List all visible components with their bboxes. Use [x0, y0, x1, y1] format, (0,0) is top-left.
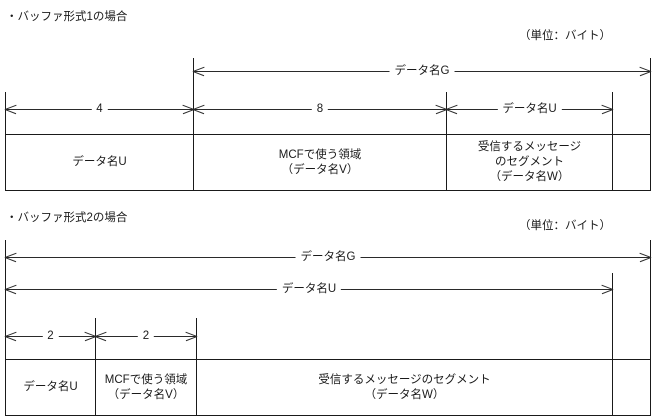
arrowhead-left-icon: [95, 330, 106, 343]
arrowhead-right-icon: [640, 65, 651, 78]
dimension-data-name-u-2: データ名U: [5, 282, 613, 297]
diagram-1-unit-label: （単位：バイト）: [519, 30, 611, 42]
cell-text: データ名U: [72, 156, 127, 168]
arrowhead-right-icon: [602, 283, 613, 296]
dimension-data-name-u-1: データ名U: [446, 102, 613, 117]
cell-text: 受信するメッセージのセグメント （データ名W）: [318, 373, 491, 401]
tick-line-left-2: [5, 240, 6, 360]
arrowhead-right-icon: [186, 330, 197, 343]
dimension-size-2-a: 2: [5, 329, 96, 344]
tick-line-g-start-1: [193, 58, 194, 135]
arrowhead-left-icon: [193, 103, 204, 116]
arrowhead-left-icon: [5, 283, 16, 296]
table-cell-data-name-u: データ名U: [6, 135, 193, 190]
dimension-label: データ名G: [389, 64, 455, 78]
table-cell-trailing-empty: [613, 135, 650, 190]
dimension-size-4: 4: [5, 102, 194, 117]
arrowhead-right-icon: [640, 251, 651, 264]
dimension-label: 2: [42, 329, 59, 343]
dimension-size-2-b: 2: [95, 329, 197, 344]
cell-text: データ名U: [23, 381, 78, 393]
table-cell-mcf-area: MCFで使う領域 （データ名V）: [96, 360, 196, 415]
diagram-2-unit-label: （単位：バイト）: [519, 220, 611, 232]
cell-divider: [612, 135, 613, 190]
cell-divider: [193, 135, 194, 190]
dimension-label: 4: [91, 102, 108, 116]
arrowhead-left-icon: [446, 103, 457, 116]
cell-text: MCFで使う領域 （データ名V）: [278, 148, 362, 176]
table-cell-message-segment: 受信するメッセージ のセグメント （データ名W）: [447, 135, 612, 190]
cell-divider: [446, 135, 447, 190]
arrowhead-right-icon: [602, 103, 613, 116]
buffer-format-2-table: データ名U MCFで使う領域 （データ名V） 受信するメッセージのセグメント （…: [5, 359, 651, 416]
diagram-1-title: ・バッファ形式1の場合: [6, 11, 128, 23]
arrowhead-left-icon: [5, 251, 16, 264]
dimension-label: 8: [311, 102, 329, 116]
table-cell-data-name-u: データ名U: [6, 360, 95, 415]
tick-line-g-end-1: [650, 58, 651, 135]
cell-divider: [95, 360, 96, 415]
cell-divider: [612, 360, 613, 415]
dimension-size-8: 8: [193, 102, 447, 117]
dimension-label: データ名G: [295, 250, 361, 264]
dimension-label: データ名U: [497, 102, 562, 116]
dimension-label: 2: [137, 329, 155, 343]
buffer-format-1-table: データ名U MCFで使う領域 （データ名V） 受信するメッセージ のセグメント …: [5, 134, 651, 191]
dimension-label: データ名U: [276, 282, 342, 296]
arrowhead-left-icon: [5, 103, 16, 116]
table-cell-message-segment: 受信するメッセージのセグメント （データ名W）: [197, 360, 612, 415]
cell-text: 受信するメッセージ のセグメント （データ名W）: [477, 141, 582, 183]
dimension-data-name-g-2: データ名G: [5, 250, 651, 265]
table-cell-mcf-area: MCFで使う領域 （データ名V）: [194, 135, 446, 190]
tick-line-g-end-2: [650, 240, 651, 360]
cell-text: MCFで使う領域 （データ名V）: [104, 373, 188, 401]
arrowhead-left-icon: [193, 65, 204, 78]
dimension-data-name-g-1: データ名G: [193, 64, 651, 79]
arrowhead-left-icon: [5, 330, 16, 343]
diagram-2-title: ・バッファ形式2の場合: [6, 212, 128, 224]
table-cell-trailing-empty: [613, 360, 650, 415]
cell-divider: [196, 360, 197, 415]
tick-line-u-end-2: [612, 273, 613, 360]
